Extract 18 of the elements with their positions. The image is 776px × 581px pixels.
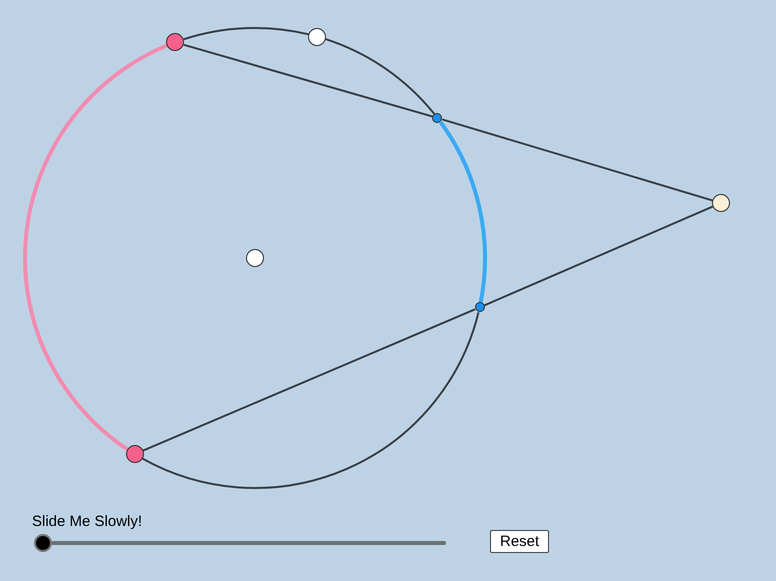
point bbox=[432, 112, 442, 123]
line-segment bbox=[184, 44, 433, 118]
circle-arc bbox=[142, 312, 480, 489]
circle-arc bbox=[23, 44, 168, 451]
point bbox=[126, 445, 144, 464]
point bbox=[308, 28, 326, 46]
point bbox=[166, 33, 184, 52]
circle-arc bbox=[438, 120, 487, 303]
line-segment bbox=[484, 206, 714, 306]
reset-button: Reset bbox=[490, 530, 550, 553]
point bbox=[474, 302, 485, 312]
line-segment bbox=[142, 308, 476, 452]
point bbox=[246, 249, 264, 267]
line-segment bbox=[442, 118, 713, 202]
circle-arc bbox=[325, 38, 436, 115]
slider-label: Slide Me Slowly! bbox=[32, 513, 142, 530]
point bbox=[712, 194, 730, 212]
circle-arc bbox=[183, 27, 309, 40]
